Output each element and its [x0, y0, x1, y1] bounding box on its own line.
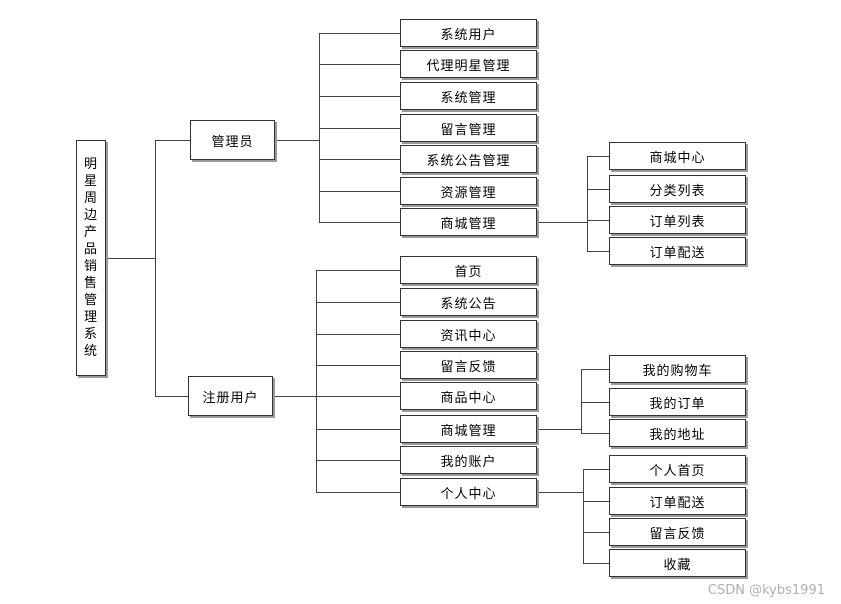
connector-line [319, 64, 400, 65]
connector-line [106, 258, 155, 259]
connector-line [155, 140, 156, 397]
connector-line [583, 532, 609, 533]
admin-item-announcement-management: 系统公告管理 [400, 145, 537, 173]
admin-item-system-management: 系统管理 [400, 82, 537, 110]
admin-mall-item-mall-center: 商城中心 [609, 142, 746, 170]
connector-line [587, 156, 609, 157]
root-node-char: 理 [83, 310, 98, 325]
connector-line [537, 429, 581, 430]
connector-line [273, 396, 316, 397]
connector-line [316, 396, 400, 397]
user-item-home: 首页 [400, 256, 537, 284]
connector-line [587, 220, 609, 221]
root-node: 明星周边产品销售管理系统 [76, 140, 106, 376]
connector-line [316, 460, 400, 461]
connector-line [587, 189, 609, 190]
root-node-char: 系 [83, 327, 98, 342]
user-mall-item-my-cart: 我的购物车 [609, 355, 746, 383]
user-mall-item-my-address: 我的地址 [609, 419, 746, 447]
watermark: CSDN @kybs1991 [707, 583, 825, 598]
root-node-char: 售 [83, 276, 98, 291]
root-node-char: 周 [83, 191, 98, 206]
root-node-char: 星 [83, 174, 98, 189]
connector-line [319, 191, 400, 192]
admin-item-resource-management: 资源管理 [400, 177, 537, 205]
user-item-product-center: 商品中心 [400, 382, 537, 410]
admin-item-agent-star-management: 代理明星管理 [400, 50, 537, 78]
connector-line [537, 222, 587, 223]
user-item-system-announcement: 系统公告 [400, 288, 537, 316]
connector-line [583, 501, 609, 502]
admin-item-system-users: 系统用户 [400, 19, 537, 47]
connector-line [587, 251, 609, 252]
connector-line [316, 302, 400, 303]
connector-line [319, 159, 400, 160]
connector-line [319, 96, 400, 97]
connector-line [316, 270, 317, 493]
branch-node-admin: 管理员 [190, 120, 275, 160]
root-node-char: 边 [83, 208, 98, 223]
user-personal-item-favorites: 收藏 [609, 549, 746, 577]
user-personal-item-feedback: 留言反馈 [609, 518, 746, 546]
user-item-feedback: 留言反馈 [400, 351, 537, 379]
connector-line [581, 402, 609, 403]
branch-node-registered-user: 注册用户 [188, 376, 273, 416]
connector-line [316, 429, 400, 430]
root-node-char: 品 [83, 242, 98, 257]
user-item-mall-management: 商城管理 [400, 415, 537, 443]
connector-line [275, 140, 319, 141]
connector-line [583, 469, 609, 470]
user-item-personal-center: 个人中心 [400, 478, 537, 506]
connector-line [155, 396, 188, 397]
connector-line [316, 334, 400, 335]
connector-line [583, 563, 609, 564]
connector-line [316, 492, 400, 493]
root-node-char: 明 [83, 157, 98, 172]
admin-mall-item-category-list: 分类列表 [609, 175, 746, 203]
admin-mall-item-order-delivery: 订单配送 [609, 237, 746, 265]
user-item-news-center: 资讯中心 [400, 320, 537, 348]
connector-line [155, 140, 190, 141]
admin-mall-item-order-list: 订单列表 [609, 206, 746, 234]
root-node-char: 产 [83, 225, 98, 240]
connector-line [581, 369, 582, 434]
root-node-char: 管 [83, 293, 98, 308]
connector-line [319, 222, 400, 223]
root-node-char: 销 [83, 259, 98, 274]
user-item-my-account: 我的账户 [400, 446, 537, 474]
connector-line [319, 128, 400, 129]
connector-line [587, 156, 588, 252]
user-mall-item-my-orders: 我的订单 [609, 388, 746, 416]
connector-line [316, 365, 400, 366]
user-personal-item-order-delivery: 订单配送 [609, 487, 746, 515]
connector-line [581, 369, 609, 370]
admin-item-message-management: 留言管理 [400, 114, 537, 142]
connector-line [537, 492, 583, 493]
connector-line [581, 433, 609, 434]
user-personal-item-personal-home: 个人首页 [609, 455, 746, 483]
root-node-char: 统 [83, 344, 98, 359]
connector-line [319, 33, 400, 34]
connector-line [583, 469, 584, 564]
connector-line [316, 270, 400, 271]
admin-item-mall-management: 商城管理 [400, 208, 537, 236]
